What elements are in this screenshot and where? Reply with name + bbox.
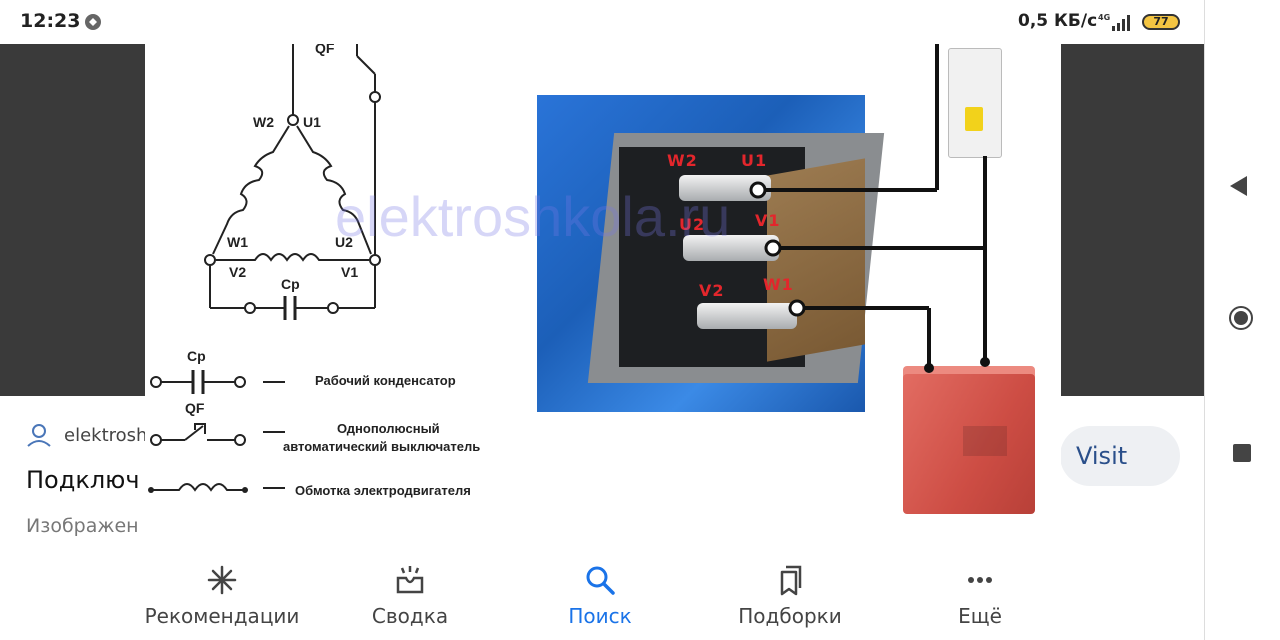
terminal-label-u1: U1 (741, 151, 768, 170)
result-subtitle: Изображен (26, 515, 139, 537)
terminal-label-w2: W2 (667, 151, 698, 170)
capacitor-picture (903, 374, 1035, 514)
legend-qf-text-1: Однополюсный (337, 421, 440, 436)
jumper-bar-bottom (697, 303, 797, 329)
legend-qf-symbol: QF (185, 400, 205, 416)
terminal-label-v1: V1 (755, 211, 781, 230)
tab-search[interactable]: Поиск (510, 548, 690, 640)
back-icon[interactable] (1230, 176, 1247, 196)
schematic-label-u1: U1 (303, 114, 321, 130)
signal-type: 4G (1098, 13, 1110, 22)
more-icon (968, 577, 992, 583)
result-source: elektrosh (64, 425, 148, 446)
sparkle-icon (207, 565, 237, 595)
tab-summary[interactable]: Сводка (320, 548, 500, 640)
signal-icon: 4G (1098, 13, 1130, 31)
schematic-label-w2: W2 (253, 114, 274, 130)
search-icon (586, 566, 615, 595)
legend-qf-text-2: автоматический выключатель (283, 439, 481, 454)
bottom-tab-bar: Рекомендации Сводка Поиск Подборки Ещё (0, 548, 1204, 640)
collections-icon (780, 565, 802, 596)
terminal-label-u2: U2 (679, 215, 706, 234)
legend-cp-text: Рабочий конденсатор (315, 373, 456, 388)
image-viewer[interactable]: QF W2 U1 W1 U2 V2 V1 Cp Cp Рабочий конде… (145, 44, 1061, 546)
inbox-icon (396, 566, 424, 594)
schematic-label-w1: W1 (227, 234, 248, 250)
legend-winding-text: Обмотка электродвигателя (295, 483, 471, 498)
battery-indicator: 77 (1142, 14, 1180, 30)
watermark: elektroshkola.ru (335, 185, 731, 248)
status-bar: 12:23 0,5 КБ/с 4G 77 (0, 0, 1204, 44)
system-nav-bar (1204, 0, 1280, 640)
schematic-label-cp: Cp (281, 276, 300, 292)
terminal-label-w1: W1 (763, 275, 794, 294)
wiring-schematic (148, 44, 381, 493)
tab-label: Поиск (568, 604, 632, 628)
schematic-label-v2: V2 (229, 264, 247, 280)
wiring-lines (749, 44, 990, 373)
status-time: 12:23 (20, 10, 81, 32)
schematic-label-u2: U2 (335, 234, 353, 250)
jumper-bar-middle (683, 235, 779, 261)
breaker-lever (965, 107, 983, 131)
recent-apps-icon[interactable] (1233, 444, 1251, 462)
legend-cp-symbol: Cp (187, 348, 206, 364)
tab-label: Ещё (958, 604, 1002, 628)
schematic-label-v1: V1 (341, 264, 359, 280)
home-icon[interactable] (1229, 306, 1253, 330)
circuit-breaker-picture (948, 48, 1002, 158)
tab-collections[interactable]: Подборки (700, 548, 880, 640)
tab-recommendations[interactable]: Рекомендации (132, 548, 312, 640)
tab-more[interactable]: Ещё (890, 548, 1070, 640)
tab-label: Сводка (371, 604, 449, 628)
capacitor-marking (963, 426, 1007, 456)
tab-label: Рекомендации (144, 604, 300, 628)
schematic-label-qf: QF (315, 44, 335, 56)
terminal-box-photo: W2 U1 U2 V1 V2 W1 (537, 95, 885, 412)
app-notification-icon (85, 14, 101, 30)
terminal-label-v2: V2 (699, 281, 725, 300)
network-speed: 0,5 КБ/с (1018, 11, 1098, 31)
visit-button[interactable]: Visit (1060, 426, 1180, 486)
tab-label: Подборки (738, 604, 842, 628)
result-title[interactable]: Подключ (26, 466, 140, 494)
site-favicon-icon (27, 424, 51, 447)
